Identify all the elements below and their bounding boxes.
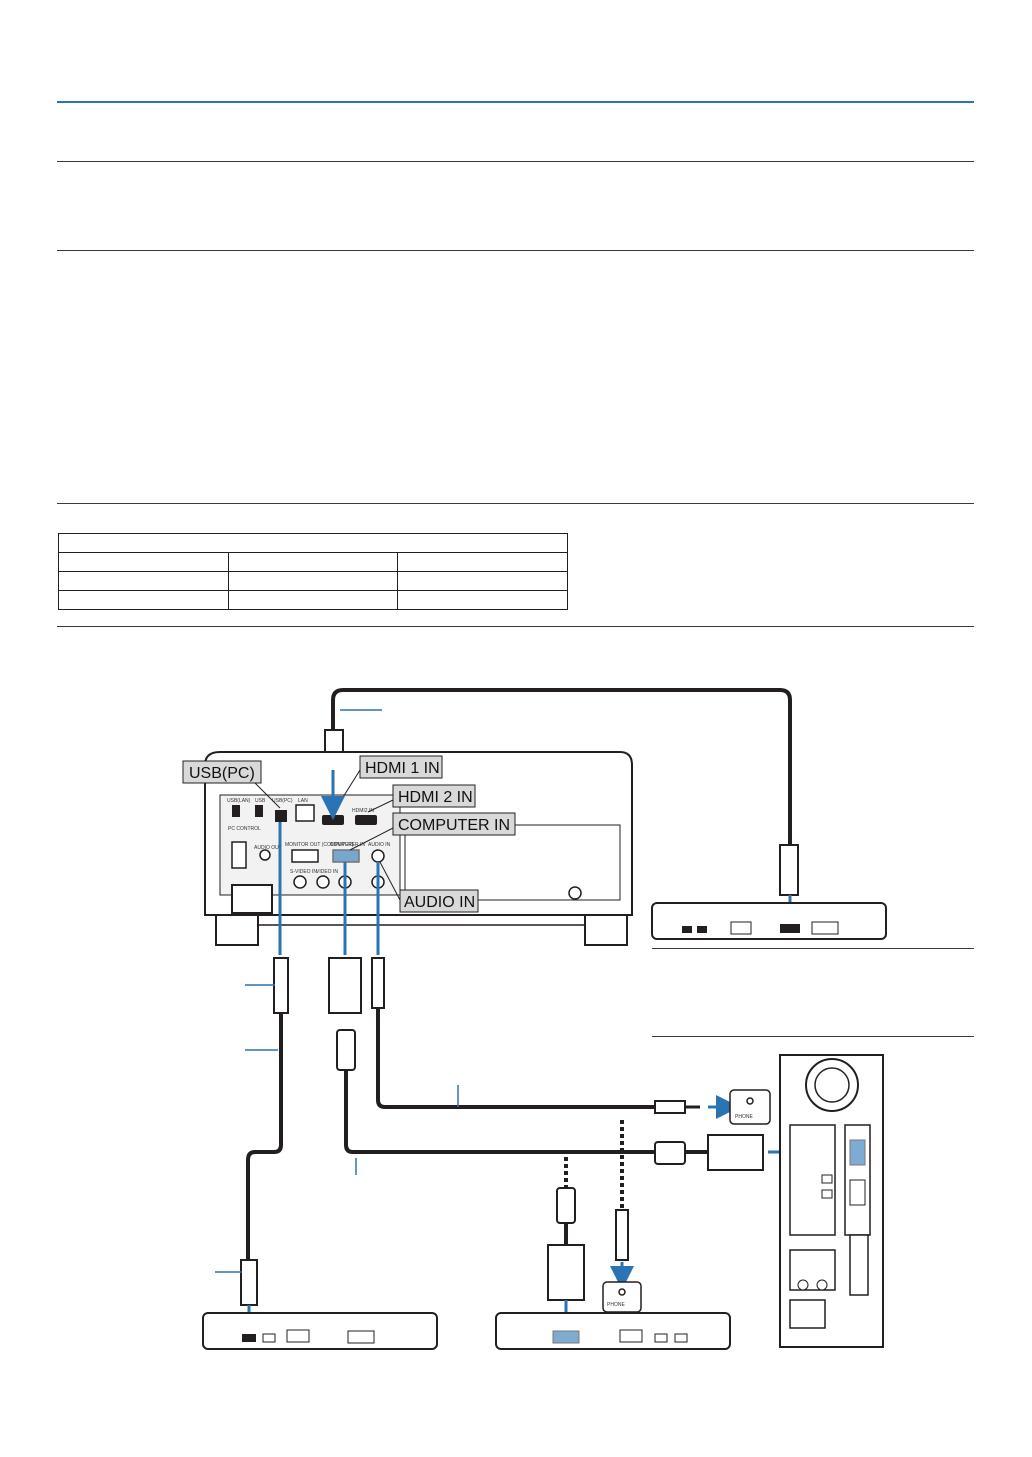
port-mark-video-in: VIDEO IN [316,869,338,875]
phone-jack-label: PHONE [735,1114,753,1120]
port-mark-usb: USB [255,798,266,804]
port-mark-s-video-in: S-VIDEO IN [290,869,317,875]
audio-cable: PHONE [371,957,771,1125]
table-cell [58,590,229,610]
port-mark-usb-lan: USB(LAN) [227,798,251,804]
table-cell [227,590,399,610]
port-mark-computer-in: COMPUTER IN [330,842,365,848]
table-cell [397,590,568,610]
laptop-usb [202,1312,438,1350]
section-rule-1 [57,161,974,162]
section-rule-2 [57,250,974,251]
port-mark-audio-in: AUDIO IN [368,842,391,848]
port-mark-monitor-out: MONITOR OUT (COMPUTER) [285,842,354,848]
laptop-hdmi [651,902,887,940]
laptop-vga [495,1312,731,1350]
table-cell [58,571,229,591]
port-mark-pc-control: PC CONTROL [228,826,261,832]
audio-in-label: AUDIO IN [404,894,475,911]
projector: USB(LAN) USB USB(PC) LAN HDMI2 IN PC CON… [204,751,633,946]
port-mark-audio-out: AUDIO OUT [254,845,282,851]
desktop-tower [779,1054,884,1348]
spec-table [58,533,568,610]
table-cell [227,552,399,572]
table-cell [227,571,399,591]
table-cell [397,552,568,572]
port-mark-hdmi2: HDMI2 IN [352,808,374,814]
alt-cables: PHONE [547,1120,642,1337]
note-rule-bottom [652,1036,974,1037]
computer-in-label: COMPUTER IN [398,817,510,834]
hdmi2-label: HDMI 2 IN [398,789,473,806]
vga-cable [328,957,857,1175]
port-labels: USB(PC) HDMI 1 IN HDMI 2 IN COMPUTER IN … [182,755,516,913]
note-rule-top [652,948,974,949]
port-mark-lan: LAN [298,798,308,804]
section-rule-3 [57,503,974,504]
hdmi1-label: HDMI 1 IN [365,760,440,777]
table-row [58,571,568,591]
table-cell [397,571,568,591]
header-rule [57,101,974,103]
table-row [58,552,568,572]
usb-cable [215,957,289,1340]
usb-pc-label: USB(PC) [189,765,255,782]
phone-jack-label-2: PHONE [607,1302,625,1308]
table-row [58,533,568,553]
port-mark-usb-pc: USB(PC) [272,798,293,804]
table-row [58,590,568,610]
table-cell [58,552,229,572]
section-rule-4 [57,626,974,627]
table-cell [58,533,568,553]
connection-diagram: USB(LAN) USB USB(PC) LAN HDMI2 IN PC CON… [182,688,887,1350]
